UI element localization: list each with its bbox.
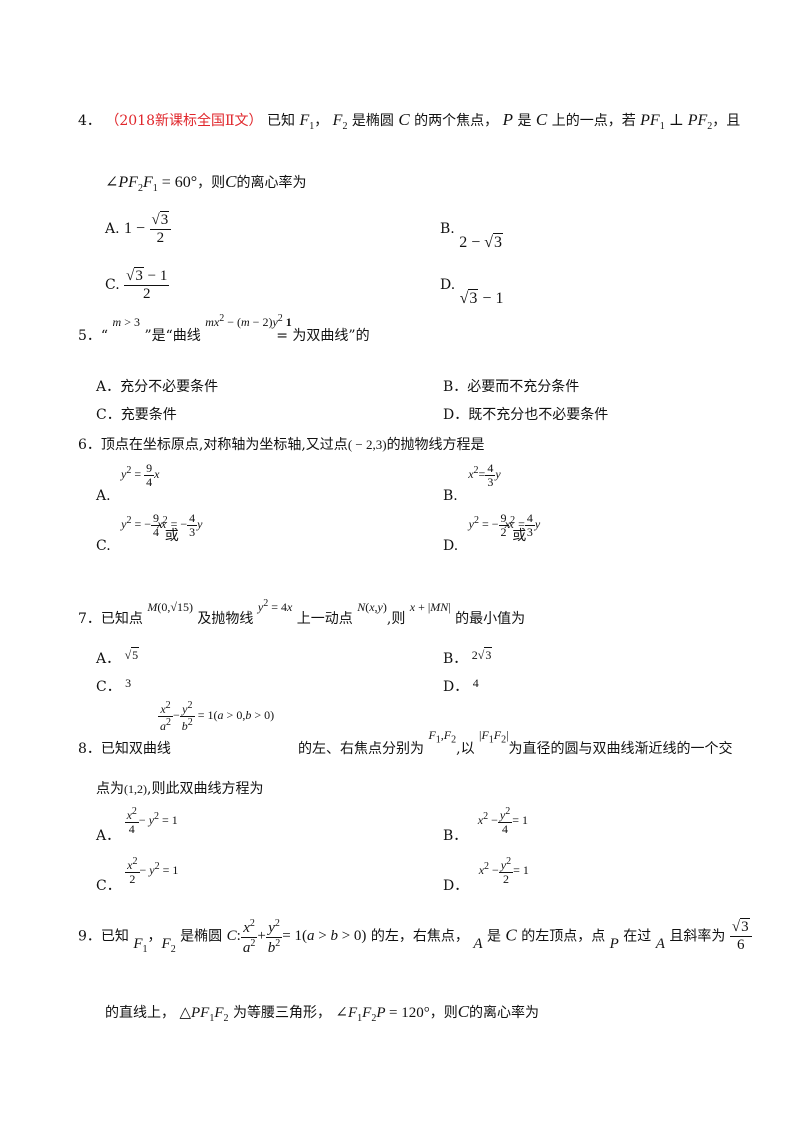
math-f2: F2	[332, 112, 348, 133]
q4-source: （2018新课标全国Ⅱ文）	[105, 113, 263, 129]
math-angle: ∠PF2F1 = 60°	[105, 174, 198, 195]
q7-stem: 7．已知点 M(0,√15) 及抛物线 y2 = 4x 上一动点 N(x,y),…	[78, 598, 526, 627]
q7-option-d[interactable]: D． 4	[443, 676, 479, 695]
q4-number: 4．	[78, 113, 101, 129]
q6-stem: 6．顶点在坐标原点,对称轴为坐标轴,又过点( − 2,3)的抛物线方程是	[78, 437, 485, 453]
q4-option-b[interactable]: B. 2 − √3	[440, 221, 504, 251]
q4-line1: 4． （2018新课标全国Ⅱ文） 已知 F1， F2 是椭圆 C 的两个焦点， …	[78, 110, 741, 133]
q8-line2: 点为(1,2),则此双曲线方程为	[96, 781, 264, 797]
q5-option-c[interactable]: C．充要条件	[96, 407, 177, 423]
math-perp: PF1 ⊥ PF2	[640, 112, 713, 133]
q5-stem: 5．“ m > 3 ”是“曲线 mx2 − (m − 2)y2 1 = 为双曲线…	[78, 313, 370, 344]
q7-option-c[interactable]: C． 3	[96, 676, 132, 695]
q5-option-a[interactable]: A．充分不必要条件	[96, 379, 219, 395]
q5-option-d[interactable]: D．既不充分也不必要条件	[443, 407, 609, 423]
q9-line2: 的直线上， △PF1F2 为等腰三角形， ∠F1F2P = 120°，则C的离心…	[105, 1002, 540, 1024]
q5-option-b[interactable]: B．必要而不充分条件	[443, 379, 580, 395]
q7-option-b[interactable]: B． 2√3	[443, 647, 493, 667]
q8-stem: 8．已知双曲线	[78, 741, 171, 757]
q4-line2: ∠PF2F1 = 60°，则C的离心率为	[105, 172, 307, 195]
math-f1: F1	[299, 112, 315, 133]
q7-option-a[interactable]: A． √5	[96, 647, 140, 667]
q4-option-d[interactable]: D. √3 − 1	[440, 277, 504, 307]
